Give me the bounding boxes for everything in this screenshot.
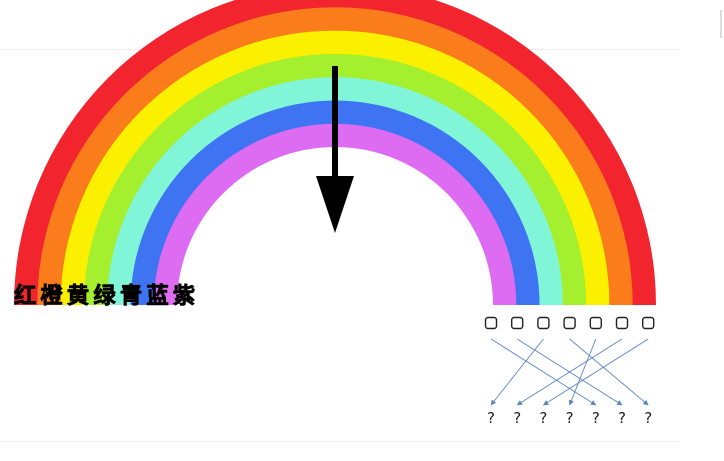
mapping-arrow [568, 338, 597, 406]
mapping-arrow [542, 338, 649, 406]
puzzle-box [642, 316, 655, 330]
question-mark: ? [592, 409, 600, 427]
question-mark: ? [487, 409, 495, 427]
question-mark: ? [513, 409, 521, 427]
edge-mark [720, 10, 722, 38]
puzzle-box [563, 316, 576, 330]
puzzle-box [615, 316, 629, 330]
puzzle-box [589, 316, 602, 330]
color-char: 紫 [173, 283, 195, 309]
question-mark: ? [566, 409, 574, 427]
color-char: 青 [120, 283, 142, 309]
mapping-lines [490, 338, 649, 406]
down-arrow [316, 66, 354, 233]
question-mark: ? [644, 409, 652, 427]
mapping-arrow [490, 338, 544, 406]
puzzle-box [484, 316, 498, 330]
question-mark: ? [618, 409, 626, 427]
color-char: 红 [14, 283, 36, 309]
question-mark: ? [539, 409, 547, 427]
bottom-divider [0, 441, 680, 442]
color-char: 黄 [67, 283, 89, 309]
color-label: 红橙黄绿青蓝紫 [14, 283, 196, 310]
color-char: 蓝 [147, 283, 169, 309]
question-row: ??????? [487, 409, 652, 427]
puzzle-box [537, 316, 550, 330]
mapping-arrow [569, 338, 649, 406]
box-row [484, 316, 655, 330]
color-char: 绿 [94, 283, 117, 309]
mapping-arrow [490, 338, 597, 406]
arrow-head [316, 176, 354, 233]
puzzle-box [511, 316, 524, 330]
color-char: 橙 [41, 283, 64, 309]
mapping-arrow [516, 338, 623, 406]
